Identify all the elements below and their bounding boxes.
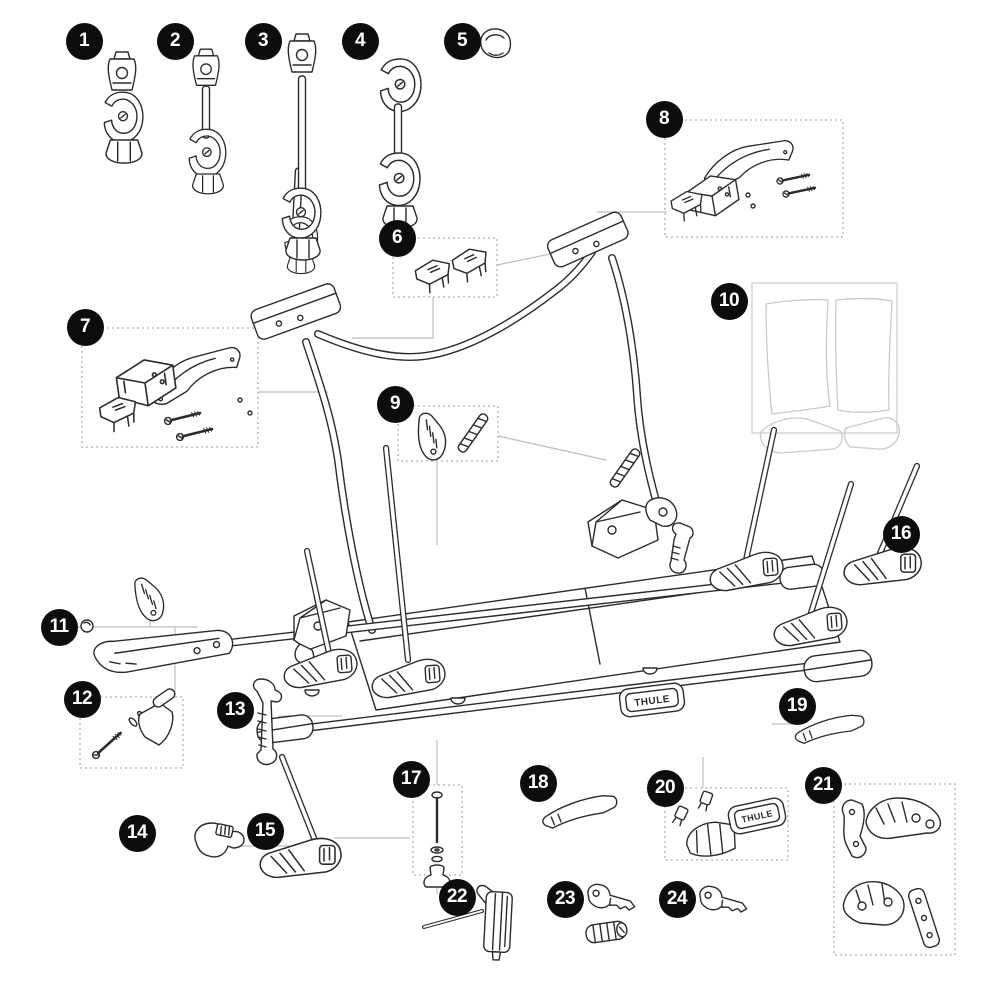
- callout-5-badge: 5: [443, 22, 481, 60]
- left-mounting-plate: [250, 283, 342, 340]
- part-13-hook: [252, 678, 283, 766]
- part-2-clamp-short-arm: [186, 48, 229, 195]
- callout-13-badge: 13: [216, 691, 254, 729]
- part-10-box: [751, 282, 898, 434]
- part-9-box: [397, 405, 499, 462]
- wheel-holder-4: [771, 480, 855, 648]
- rail-brand-plate: THULE: [618, 682, 686, 718]
- wheel-holder-3: [707, 426, 786, 593]
- callout-21-badge: 21: [804, 766, 842, 804]
- part-14-bracket: [194, 822, 245, 858]
- part-20-box: [664, 787, 789, 861]
- callout-3-badge: 3: [244, 22, 282, 60]
- callout-2-badge: 2: [156, 22, 194, 60]
- part-7-bracket-kit: [97, 329, 253, 443]
- callout-18-badge: 18: [519, 764, 557, 802]
- part-23-lock-and-key: [585, 882, 638, 944]
- callout-9-badge: 9: [376, 385, 414, 423]
- callout-10-badge: 10: [710, 282, 748, 320]
- part-12-fastener-kit: [89, 688, 176, 762]
- part-12-box: [79, 696, 184, 769]
- part-8-bracket-kit: [669, 123, 817, 224]
- callout-17-badge: 17: [392, 760, 430, 798]
- part-21-box: [833, 783, 956, 956]
- callout-20-badge: 20: [646, 769, 684, 807]
- wheel-holder-2: [369, 444, 448, 700]
- part-10-protection-pads: [759, 297, 900, 454]
- rail-brand-text: THULE: [634, 694, 671, 709]
- part-7-box: [81, 327, 259, 448]
- callout-8-badge: 8: [645, 100, 683, 138]
- part-8-box: [664, 119, 844, 238]
- callout-7-badge: 7: [66, 308, 104, 346]
- part-22-tool: [422, 884, 513, 961]
- callout-22-badge: 22: [438, 878, 476, 916]
- rear-rail-end-cap: [93, 629, 234, 674]
- part-20-cover-kit: THULE: [672, 790, 787, 857]
- part-1-clamp: [101, 51, 146, 164]
- part-11-plug: [80, 619, 94, 633]
- part-21-lever-housing-kit: [841, 797, 942, 949]
- wheel-holder-1: [281, 547, 360, 690]
- callout-15-badge: 15: [246, 812, 284, 850]
- callout-14-badge: 14: [118, 814, 156, 852]
- part-5-knob-cap: [480, 28, 512, 59]
- callout-23-badge: 23: [546, 880, 584, 918]
- part-3-clamp-long-arm: [279, 33, 324, 261]
- part-24-key: [697, 884, 750, 916]
- mounted-ratchet-strap: [607, 446, 643, 490]
- part-6-clips: [413, 245, 492, 296]
- right-mounting-plate: [546, 211, 629, 268]
- part-17-screw-foot-kit: [423, 791, 451, 888]
- callout-16-badge: 16: [882, 515, 920, 553]
- part-18-cover: [539, 793, 620, 830]
- callout-11-badge: 11: [40, 608, 78, 646]
- part-6-box: [392, 237, 498, 298]
- kit-boxes: [79, 119, 956, 956]
- mounted-lever: [123, 575, 173, 624]
- frame-assembly: THULE: [93, 167, 873, 744]
- callout-1-badge: 1: [65, 22, 103, 60]
- center-latch: [587, 497, 694, 574]
- part-4-double-clamp: [376, 56, 424, 229]
- callout-24-badge: 24: [658, 880, 696, 918]
- callout-19-badge: 19: [778, 687, 816, 725]
- callout-12-badge: 12: [63, 680, 101, 718]
- part-9-lever-and-strap: [403, 409, 491, 465]
- callout-4-badge: 4: [341, 22, 379, 60]
- callout-6-badge: 6: [378, 219, 416, 257]
- part-15-wheel-holder: [259, 753, 342, 879]
- cover-brand-plate: THULE: [727, 797, 787, 835]
